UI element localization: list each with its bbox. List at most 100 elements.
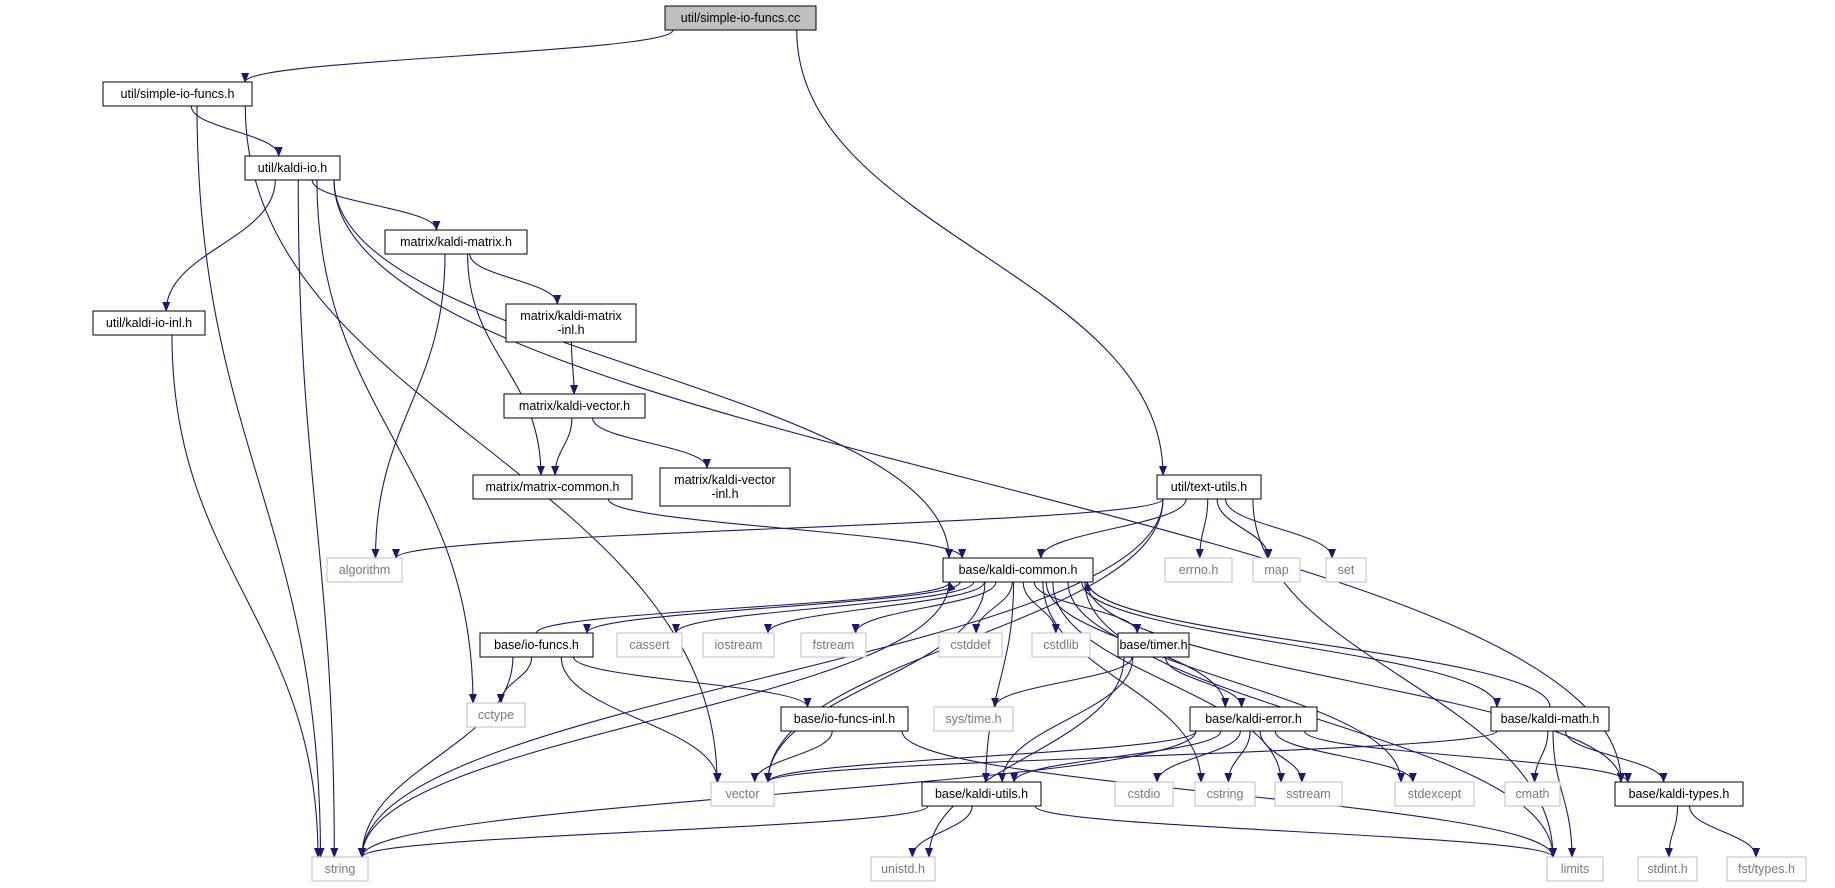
node-kaldi-error[interactable]: base/kaldi-error.h [1189,706,1318,732]
node-label: base/kaldi-utils.h [935,787,1028,801]
edge-kaldi_common-to-limits [1084,581,1557,858]
node-text-utils[interactable]: util/text-utils.h [1156,474,1262,500]
node-box [326,557,403,583]
node-label: base/io-funcs-inl.h [794,712,895,726]
node-errno: errno.h [1164,557,1233,583]
node-algorithm: algorithm [326,557,403,583]
node-label: util/simple-io-funcs.cc [681,11,800,25]
node-kaldi-math[interactable]: base/kaldi-math.h [1490,706,1610,732]
node-box [1114,781,1174,807]
node-kaldi-vector[interactable]: matrix/kaldi-vector.h [503,393,646,419]
node-label: stdint.h [1647,862,1687,876]
node-cstdio: cstdio [1114,781,1174,807]
node-label: matrix/kaldi-matrix.h [400,235,512,249]
node-label: errno.h [1179,563,1219,577]
node-kaldi-io-inl[interactable]: util/kaldi-io-inl.h [92,310,206,336]
node-kaldi-utils[interactable]: base/kaldi-utils.h [921,781,1042,807]
node-cctype: cctype [466,702,526,728]
node-label: cmath [1515,787,1549,801]
edge-kaldi_error-to-cstring [1224,730,1251,783]
edge-simple_h-to-vector [244,105,721,783]
node-box [384,229,528,255]
edge-kaldi_io-to-cctype [316,179,477,704]
node-kaldi-matrix[interactable]: matrix/kaldi-matrix.h [384,229,528,255]
edge-text_utils-to-set [1224,498,1336,559]
node-root[interactable]: util/simple-io-funcs.cc [664,5,817,31]
edge-root-to-text_utils [796,29,1167,476]
node-label: fst/types.h [1738,862,1795,876]
node-label: vector [725,787,759,801]
edge-root-to-simple_h [241,29,674,83]
edge-io_funcs_inl-to-vector [750,730,833,783]
node-box [800,632,867,658]
node-label: map [1264,563,1288,577]
edge-kaldi_common-to-io_funcs [583,581,961,634]
node-label: string [325,862,356,876]
node-label: util/text-utils.h [1171,480,1247,494]
node-cstdlib: cstdlib [1031,632,1091,658]
node-label: base/kaldi-error.h [1205,712,1302,726]
node-kaldi-common[interactable]: base/kaldi-common.h [942,557,1094,583]
edge-kaldi_error-to-sstream [1259,730,1306,783]
node-box [244,155,341,181]
node-io-funcs[interactable]: base/io-funcs.h [479,632,594,658]
node-kaldi-vector-inl[interactable]: matrix/kaldi-vector-inl.h [659,467,791,507]
edge-kaldi_math-to-cmath [1530,730,1549,783]
node-iostream: iostream [702,632,775,658]
node-box [942,557,1094,583]
node-label: -inl.h [711,487,738,501]
edge-timer-to-unistd [925,656,1125,858]
edge-kaldi_common-to-iostream [764,581,986,634]
node-label: base/kaldi-common.h [959,563,1078,577]
node-box [1274,781,1343,807]
node-fsttypes: fst/types.h [1726,856,1807,882]
edge-io_funcs-to-io_funcs_inl [572,656,812,708]
node-label: matrix/kaldi-vector [674,473,775,487]
node-box [1156,474,1262,500]
node-timer[interactable]: base/timer.h [1117,632,1190,658]
edge-kaldi_error-to-vector [764,730,1197,783]
edge-kaldi_types-to-stdint [1664,805,1679,858]
node-simple-h[interactable]: util/simple-io-funcs.h [102,81,253,107]
edge-kaldi_math-to-kaldi_common [1084,581,1551,708]
node-kaldi-types[interactable]: base/kaldi-types.h [1614,781,1744,807]
edge-kaldi_math-to-vector [764,730,1498,783]
node-label: util/simple-io-funcs.h [121,87,235,101]
edge-kaldi_io-to-kaldi_matrix [311,179,441,231]
node-kaldi-io[interactable]: util/kaldi-io.h [244,155,341,181]
node-box [1031,632,1091,658]
node-box [1252,557,1301,583]
node-matrix-common[interactable]: matrix/matrix-common.h [472,474,633,500]
edge-kaldi_common-to-kaldi_math [1081,581,1501,708]
node-label: unistd.h [881,862,925,876]
node-label: base/timer.h [1119,638,1187,652]
node-label: cstdio [1128,787,1161,801]
node-box [1504,781,1561,807]
edge-kaldi_matrix_inl-to-kaldi_vector [570,341,579,395]
node-box [1546,856,1604,882]
node-cmath: cmath [1504,781,1561,807]
edge-kaldi_common-to-cassert [672,581,975,634]
node-label: algorithm [339,563,390,577]
node-stdint: stdint.h [1637,856,1698,882]
node-label: base/kaldi-types.h [1629,787,1730,801]
edge-kaldi_types-to-fsttypes [1688,805,1760,858]
node-label: base/io-funcs.h [494,638,579,652]
node-limits: limits [1546,856,1604,882]
edge-io_funcs-to-kaldi_common [535,581,956,634]
node-label: cstdlib [1043,638,1078,652]
edge-kaldi_error-to-kaldi_utils [1010,730,1222,783]
node-label: matrix/kaldi-vector.h [519,399,630,413]
node-box [479,632,594,658]
node-label: fstream [813,638,855,652]
edge-kaldi_matrix-to-algorithm [371,253,446,559]
edge-kaldi_common-to-string [358,581,950,858]
node-map: map [1252,557,1301,583]
edge-io_funcs-to-vector [560,656,722,783]
node-kaldi-matrix-inl[interactable]: matrix/kaldi-matrix-inl.h [505,303,637,343]
node-label: cstddef [950,638,991,652]
node-box [472,474,633,500]
node-sstream: sstream [1274,781,1343,807]
node-io-funcs-inl[interactable]: base/io-funcs-inl.h [780,706,909,732]
